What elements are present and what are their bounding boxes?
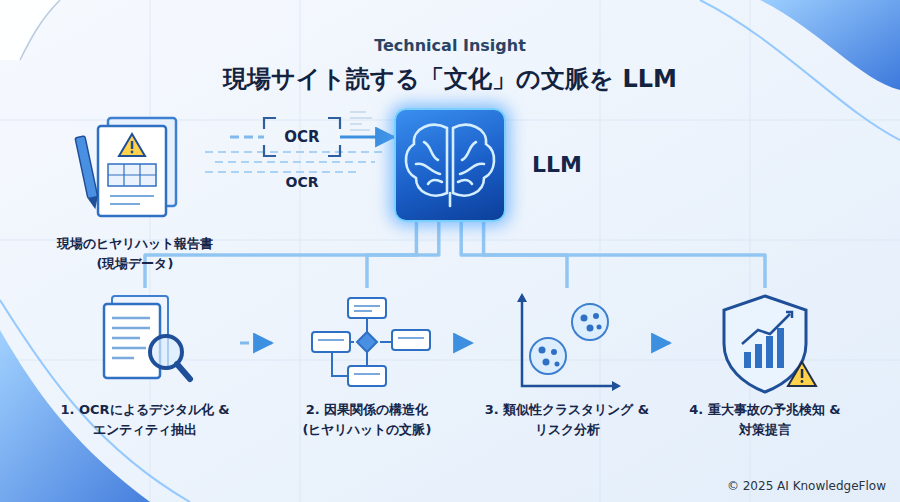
ocr-label: OCR [264, 173, 340, 191]
flow-arrow [340, 136, 394, 139]
llm-box: LLM [394, 108, 506, 222]
ocr-step: OCROCR [264, 118, 340, 156]
flow-arrow [462, 342, 472, 345]
model-label: LLM [532, 152, 582, 178]
brain-icon [406, 125, 494, 206]
process-step: 1. OCRによるデジタル化 &エンティティ抽出 [50, 288, 240, 440]
step-caption: 現場のヒヤリハット報告書 (現場データ) [40, 234, 230, 274]
digitize-icon [104, 296, 190, 379]
title: 現場サイト読する「文化」の文脈を LLM [0, 63, 900, 95]
ocr-label: OCR [264, 127, 340, 147]
step-caption: 3. 類似性クラスタリング &リスク分析 [472, 400, 662, 440]
flow-arrow [230, 136, 264, 139]
process-step: 2. 因果関係の構造化 (ヒヤリハットの文脈) [272, 288, 462, 440]
shield-icon [724, 296, 816, 392]
scan-bracket [264, 118, 340, 156]
step-caption: 2. 因果関係の構造化 (ヒヤリハットの文脈) [272, 400, 462, 440]
corner-swoosh [760, 0, 900, 90]
step-caption: 4. 重大事故の予兆検知 &対策提言 [670, 400, 860, 440]
process-step: 3. 類似性クラスタリング &リスク分析 [472, 288, 662, 440]
branch-line [484, 222, 765, 288]
flow-arrow [662, 342, 670, 345]
subtitle: Technical Insight [0, 36, 900, 55]
report-icon [75, 118, 176, 216]
cluster-icon [517, 293, 621, 391]
flow-arrow [240, 342, 272, 345]
scan-marks [350, 112, 372, 130]
data-streaks [205, 152, 385, 172]
page-curl [0, 0, 60, 60]
flowchart-icon [312, 298, 430, 386]
report-node: 現場のヒヤリハット報告書 (現場データ) [40, 112, 230, 274]
step-caption: 1. OCRによるデジタル化 &エンティティ抽出 [50, 400, 240, 440]
process-step: 4. 重大事故の予兆検知 &対策提言 [670, 288, 860, 440]
branch-line [367, 222, 439, 288]
copyright: © 2025 AI KnowledgeFlow [727, 479, 886, 493]
